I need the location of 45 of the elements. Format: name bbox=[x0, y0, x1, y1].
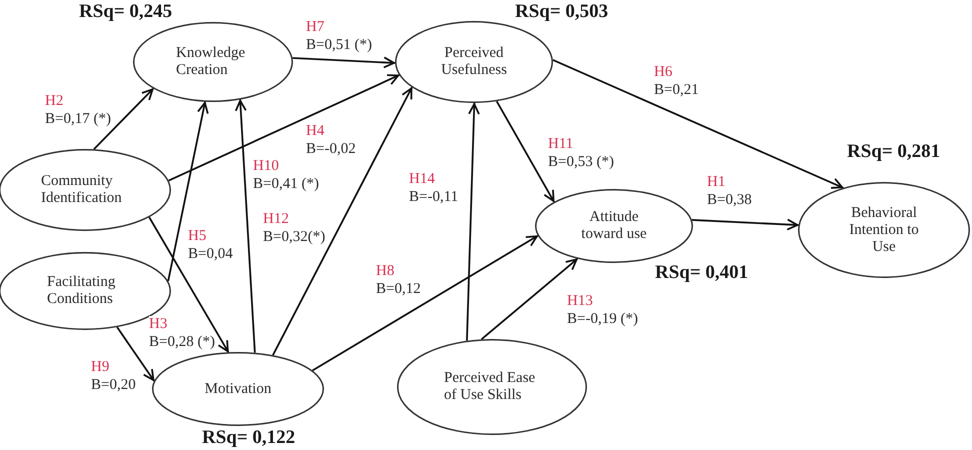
path-coefficient-label: H13 B=-0,19 (*) bbox=[567, 292, 638, 328]
construct-ellipse bbox=[798, 182, 970, 278]
r-squared-value: RSq= 0,122 bbox=[202, 428, 296, 448]
construct-name: Knowledge Creation bbox=[176, 45, 246, 79]
r-squared-value: RSq= 0,245 bbox=[79, 2, 172, 22]
path-coefficient-label: H2 B=0,17 (*) bbox=[45, 92, 111, 128]
arrow bbox=[692, 218, 798, 230]
construct-name: Perceived Usefulness bbox=[440, 45, 508, 79]
r-squared-value: RSq= 0,503 bbox=[515, 2, 608, 22]
r-squared-value: RSq= 0,281 bbox=[847, 142, 940, 162]
arrow bbox=[93, 88, 154, 150]
arrow bbox=[292, 56, 396, 68]
arrow bbox=[168, 74, 400, 182]
path-coefficient-label: H8 B=0,12 bbox=[376, 262, 421, 298]
path-coefficient-label: H4 B=-0,02 bbox=[306, 122, 356, 158]
construct-name: Motivation bbox=[204, 380, 272, 398]
construct-ellipse bbox=[397, 339, 587, 435]
construct-ellipse bbox=[535, 189, 693, 263]
path-coefficient-label: H14 B=-0,11 bbox=[409, 170, 458, 206]
arrow bbox=[272, 86, 413, 356]
construct-name: Community Identification bbox=[41, 173, 123, 207]
path-coefficient-label: H12 B=0,32(*) bbox=[263, 210, 326, 246]
arrow bbox=[496, 100, 555, 202]
arrow bbox=[480, 258, 578, 340]
path-coefficient-label: H3 B=0,28 (*) bbox=[149, 315, 215, 351]
r-squared-value: RSq= 0,401 bbox=[655, 263, 748, 283]
arrow bbox=[234, 100, 256, 353]
arrow bbox=[312, 234, 538, 372]
construct-ellipse bbox=[395, 21, 553, 103]
construct-name: Facilitating Conditions bbox=[47, 274, 116, 308]
construct-ellipse bbox=[152, 352, 324, 426]
path-coefficient-label: H9 B=0,20 bbox=[91, 358, 136, 394]
path-coefficient-label: H5 B=0,04 bbox=[188, 227, 233, 263]
construct-name: Perceived Ease of Use Skills bbox=[444, 370, 536, 404]
arrow bbox=[466, 102, 480, 341]
path-coefficient-label: H10 B=0,41 (*) bbox=[253, 157, 319, 193]
path-coefficient-label: H11 B=0,53 (*) bbox=[548, 135, 614, 171]
path-coefficient-label: H1 B=0,38 bbox=[707, 173, 752, 209]
arrow bbox=[167, 102, 209, 282]
construct-ellipse bbox=[133, 22, 293, 102]
path-coefficient-label: H7 B=0,51 (*) bbox=[306, 18, 372, 54]
arrow bbox=[148, 216, 230, 353]
arrow bbox=[116, 326, 155, 382]
construct-name: Behavioral Intention to Use bbox=[848, 204, 920, 256]
construct-name: Attitude toward use bbox=[580, 209, 648, 243]
